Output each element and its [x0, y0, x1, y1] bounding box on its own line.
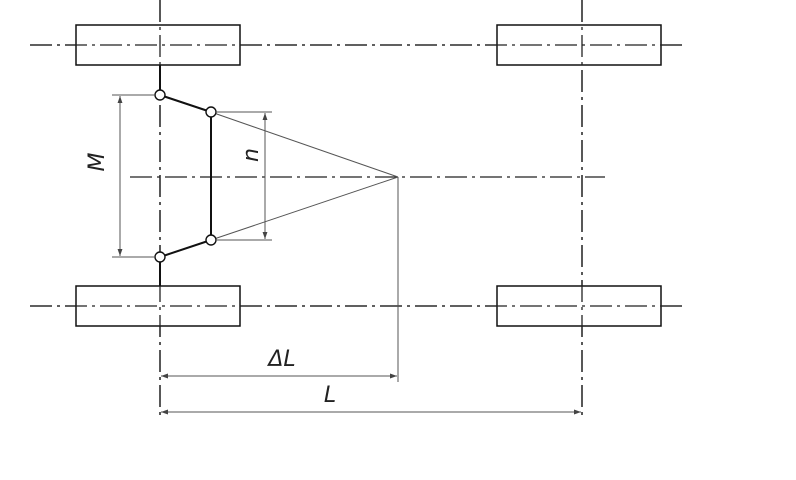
joint-kingpin-bottom — [154, 251, 166, 263]
dimension-m: M — [85, 94, 155, 258]
wheels — [30, 0, 685, 420]
dimension-delta-l: ΔL — [161, 177, 399, 382]
dimension-l: L — [161, 383, 581, 415]
dimension-l-label: L — [324, 383, 336, 408]
joint-kingpin-top — [154, 89, 166, 101]
joint-tie-rod-bottom — [205, 234, 217, 246]
dimension-delta-l-label: ΔL — [266, 347, 295, 372]
dimension-n-label: n — [239, 148, 264, 162]
arm-extension-top — [210, 111, 399, 178]
steering-arm-bottom — [159, 239, 212, 258]
dimension-n: n — [216, 111, 272, 241]
dimension-m-label: M — [85, 152, 110, 171]
arm-extension-bottom — [210, 176, 399, 241]
steering-arm-top — [159, 94, 212, 113]
joint-tie-rod-top — [205, 106, 217, 118]
steering-linkage — [154, 65, 399, 286]
